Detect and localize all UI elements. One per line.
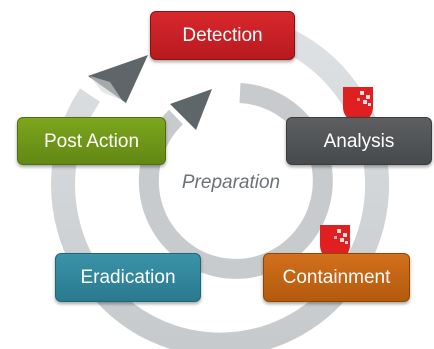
stage-analysis-label: Analysis [323,130,395,152]
stage-detection-box: Detection [150,11,295,60]
inner-arrow-head-icon [170,89,212,130]
stage-containment-label: Containment [282,267,391,288]
stage-eradication-box: Eradication [55,253,201,302]
stage-eradication-label: Eradication [80,267,176,288]
center-preparation-label: Preparation [181,172,281,193]
stage-post-action-box: Post Action [17,117,166,165]
outer-ring [51,13,390,349]
stage-containment-box: Containment [263,253,410,302]
stage-post-action-label: Post Action [43,130,140,152]
outer-arrow-head-icon [88,55,148,103]
stage-analysis-box: Analysis [286,117,432,165]
stage-detection-label: Detection [182,25,263,46]
analysis-shield-icon [343,87,373,125]
outer-arrow-tail [90,76,122,100]
